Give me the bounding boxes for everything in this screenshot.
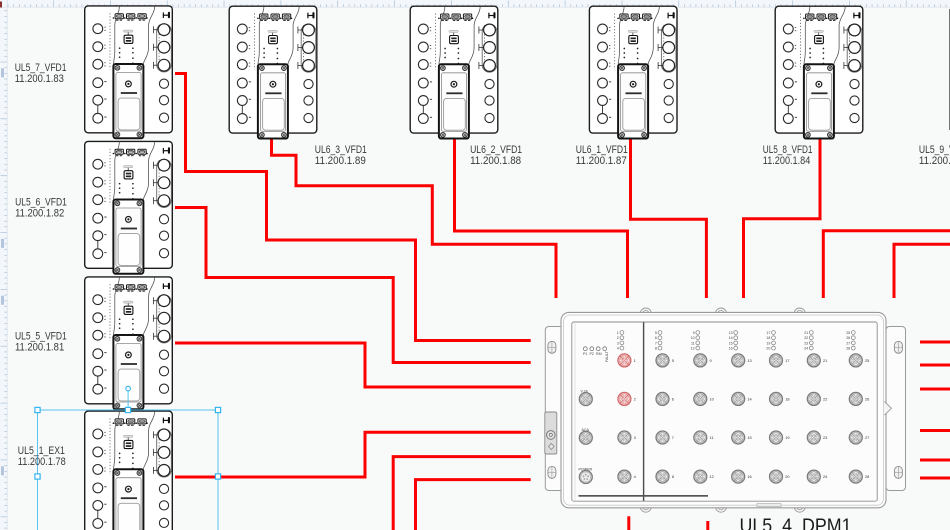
svg-text:UL5_5_VFD1: UL5_5_VFD1 xyxy=(15,331,67,343)
svg-text:27: 27 xyxy=(865,435,869,440)
svg-text:15: 15 xyxy=(729,341,733,345)
svg-text:11.200.1.87: 11.200.1.87 xyxy=(576,155,627,167)
svg-text:23: 23 xyxy=(823,435,827,440)
svg-text:14: 14 xyxy=(747,397,752,402)
svg-text:UL6_1_VFD1: UL6_1_VFD1 xyxy=(576,144,628,156)
svg-text:20: 20 xyxy=(766,347,770,351)
svg-text:UL5_6_VFD1: UL5_6_VFD1 xyxy=(15,197,67,209)
svg-text:11.200.1.85: 11.200.1.85 xyxy=(919,155,950,167)
svg-text:UL5_7_VFD1: UL5_7_VFD1 xyxy=(15,62,67,74)
svg-text:2: 2 xyxy=(634,397,636,402)
svg-text:13: 13 xyxy=(747,358,751,363)
svg-text:9: 9 xyxy=(693,331,695,335)
svg-text:23: 23 xyxy=(804,341,808,345)
svg-text:21: 21 xyxy=(804,331,808,335)
svg-text:24: 24 xyxy=(804,347,808,351)
svg-text:UL5_8_VFD1: UL5_8_VFD1 xyxy=(763,144,813,156)
svg-text:28: 28 xyxy=(846,347,850,351)
svg-text:RM: RM xyxy=(596,352,602,356)
svg-text:P2: P2 xyxy=(590,352,594,356)
svg-text:12: 12 xyxy=(691,347,695,351)
svg-text:20: 20 xyxy=(785,474,790,479)
svg-text:11.200.1.89: 11.200.1.89 xyxy=(315,155,366,167)
svg-text:24: 24 xyxy=(823,474,828,479)
svg-text:25: 25 xyxy=(865,358,869,363)
svg-text:19: 19 xyxy=(766,341,770,345)
svg-text:V.24: V.24 xyxy=(581,390,588,394)
svg-text:9: 9 xyxy=(710,358,712,363)
svg-text:UL5_4_DPM1: UL5_4_DPM1 xyxy=(740,516,852,530)
svg-text:5: 5 xyxy=(655,331,657,335)
svg-text:26: 26 xyxy=(846,336,850,340)
svg-text:11.200.1.83: 11.200.1.83 xyxy=(15,73,64,85)
svg-text:15: 15 xyxy=(747,435,751,440)
svg-text:11.200.1.84: 11.200.1.84 xyxy=(763,155,811,167)
svg-text:1: 1 xyxy=(617,331,619,335)
svg-text:14: 14 xyxy=(729,336,733,340)
svg-text:13: 13 xyxy=(729,331,733,335)
svg-text:18: 18 xyxy=(766,336,770,340)
svg-text:11.200.1.82: 11.200.1.82 xyxy=(15,208,64,220)
svg-text:11: 11 xyxy=(710,435,714,440)
svg-text:12: 12 xyxy=(710,474,714,479)
svg-text:6: 6 xyxy=(655,336,657,340)
svg-text:P1: P1 xyxy=(583,352,587,356)
svg-text:16: 16 xyxy=(729,347,733,351)
svg-text:POWER: POWER xyxy=(579,467,593,471)
svg-text:11.200.1.78: 11.200.1.78 xyxy=(18,456,66,468)
svg-text:ACA: ACA xyxy=(582,428,590,432)
svg-text:11.200.1.81: 11.200.1.81 xyxy=(15,342,64,354)
svg-text:28: 28 xyxy=(865,474,869,479)
svg-text:11: 11 xyxy=(691,341,695,345)
svg-text:3: 3 xyxy=(617,341,619,345)
svg-text:UL5_1_EX1: UL5_1_EX1 xyxy=(18,445,65,457)
svg-text:6: 6 xyxy=(672,397,674,402)
svg-text:25: 25 xyxy=(846,331,850,335)
svg-text:10: 10 xyxy=(710,397,715,402)
svg-text:1: 1 xyxy=(634,358,636,363)
svg-text:17: 17 xyxy=(785,358,789,363)
svg-text:UL5_9_VFD1: UL5_9_VFD1 xyxy=(919,144,950,156)
svg-text:22: 22 xyxy=(804,336,808,340)
svg-text:19: 19 xyxy=(785,435,789,440)
svg-text:8: 8 xyxy=(655,347,657,351)
svg-text:3: 3 xyxy=(634,435,636,440)
svg-text:26: 26 xyxy=(865,397,869,402)
svg-text:7: 7 xyxy=(672,435,674,440)
svg-text:10: 10 xyxy=(691,336,695,340)
svg-text:7: 7 xyxy=(655,341,657,345)
svg-text:8: 8 xyxy=(672,474,674,479)
svg-text:21: 21 xyxy=(823,358,827,363)
svg-text:4: 4 xyxy=(634,474,637,479)
svg-text:FAULT: FAULT xyxy=(605,350,609,362)
svg-text:2: 2 xyxy=(617,336,619,340)
svg-text:16: 16 xyxy=(747,474,751,479)
svg-text:11.200.1.88: 11.200.1.88 xyxy=(470,155,521,167)
svg-text:UL6_2_VFD1: UL6_2_VFD1 xyxy=(470,144,522,156)
svg-text:4: 4 xyxy=(617,347,619,351)
svg-text:5: 5 xyxy=(672,358,674,363)
svg-text:18: 18 xyxy=(785,397,789,402)
svg-text:22: 22 xyxy=(823,397,827,402)
svg-text:UL6_3_VFD1: UL6_3_VFD1 xyxy=(315,144,367,156)
svg-text:17: 17 xyxy=(766,331,770,335)
svg-text:27: 27 xyxy=(846,341,850,345)
